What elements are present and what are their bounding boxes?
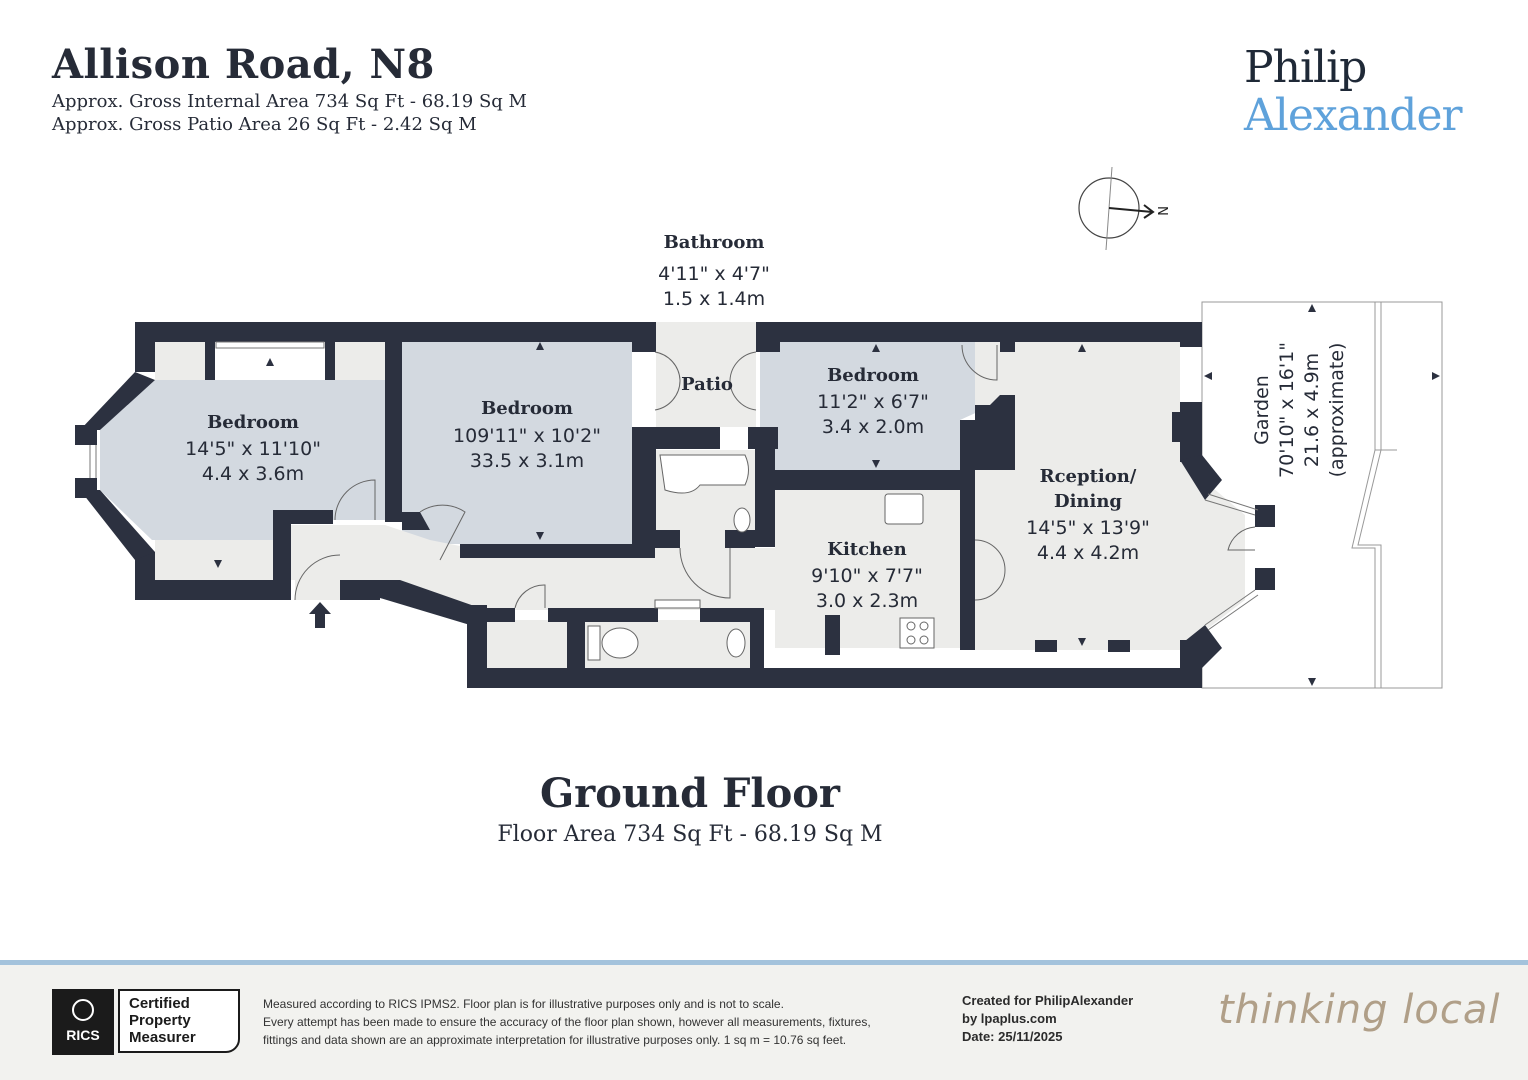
- reception-name-1: Rception/: [1040, 466, 1137, 487]
- dimension-markers: [214, 304, 1440, 686]
- entrance-arrow-icon: [309, 602, 331, 628]
- rics-lion-icon: [72, 999, 94, 1021]
- brand-line-1: Philip: [1244, 42, 1367, 93]
- brand-logo: Philip Alexander: [1244, 42, 1463, 141]
- tagline: thinking local: [1218, 987, 1501, 1033]
- door-swings: [294, 344, 1256, 609]
- brand-line-2: Alexander: [1244, 90, 1463, 141]
- created-info: Created for PhilipAlexander by lpaplus.c…: [962, 992, 1133, 1046]
- created-for: Created for PhilipAlexander: [962, 993, 1134, 1008]
- property-title: Allison Road, N8: [52, 41, 435, 88]
- kitchen-imperial: 9'10" x 7'7": [811, 565, 923, 587]
- disclaimer: Measured according to RICS IPMS2. Floor …: [263, 995, 943, 1049]
- bedroom1-metric: 4.4 x 3.6m: [202, 463, 304, 485]
- created-date: Date: 25/11/2025: [962, 1029, 1063, 1044]
- fixtures: [587, 454, 935, 661]
- floor-area: Floor Area 734 Sq Ft - 68.19 Sq M: [497, 822, 883, 847]
- toilet-cistern-icon: [587, 625, 601, 661]
- wc-basin-icon: [726, 628, 746, 658]
- floor-plan: N: [75, 166, 1443, 689]
- reception-name-2: Dining: [1054, 491, 1122, 512]
- disclaimer-line-1: Measured according to RICS IPMS2. Floor …: [263, 997, 784, 1011]
- footer: RICS Certified Property Measurer Measure…: [0, 960, 1528, 1080]
- north-arrow-icon: N: [1078, 166, 1169, 251]
- garden-area: [1201, 301, 1443, 689]
- bathroom-metric: 1.5 x 1.4m: [663, 288, 765, 310]
- kitchen-name: Kitchen: [827, 539, 906, 560]
- garden-name: Garden: [1251, 375, 1273, 445]
- certified-measurer-label: Certified Property Measurer: [118, 989, 240, 1053]
- gross-patio-area: Approx. Gross Patio Area 26 Sq Ft - 2.42…: [52, 114, 477, 135]
- basin-icon: [733, 507, 751, 533]
- floor-title: Ground Floor: [540, 770, 840, 817]
- bedroom2-imperial: 109'11" x 10'2": [453, 425, 601, 447]
- disclaimer-line-3: fittings and data shown are an approxima…: [263, 1033, 847, 1047]
- rics-mark: RICS: [66, 1027, 100, 1043]
- bedroom2-metric: 33.5 x 3.1m: [470, 450, 584, 472]
- bedroom3-imperial: 11'2" x 6'7": [817, 391, 929, 413]
- disclaimer-line-2: Every attempt has been made to ensure th…: [263, 1015, 871, 1029]
- bathroom-name: Bathroom: [664, 232, 765, 253]
- rics-logo: RICS: [52, 989, 114, 1055]
- hob-icon: [899, 617, 935, 649]
- bedroom2-name: Bedroom: [481, 398, 573, 419]
- compass-label: N: [1154, 206, 1169, 216]
- gross-internal-area: Approx. Gross Internal Area 734 Sq Ft - …: [52, 91, 527, 112]
- room-labels: Bedroom 14'5" x 11'10" 4.4 x 3.6m Bedroo…: [185, 232, 1348, 612]
- bedroom1-imperial: 14'5" x 11'10": [185, 438, 321, 460]
- cert-line-3: Measurer: [129, 1029, 196, 1046]
- bedroom1-name: Bedroom: [207, 412, 299, 433]
- toilet-icon: [601, 627, 639, 659]
- kitchen-metric: 3.0 x 2.3m: [816, 590, 918, 612]
- bathroom-imperial: 4'11" x 4'7": [658, 263, 770, 285]
- cert-line-2: Property: [129, 1012, 191, 1029]
- garden-imperial: 70'10" x 16'1": [1276, 342, 1298, 478]
- header: Allison Road, N8 Approx. Gross Internal …: [52, 40, 527, 136]
- sink-icon: [884, 493, 924, 525]
- walls: [75, 322, 1275, 688]
- garden-metric: 21.6 x 4.9m: [1301, 353, 1323, 467]
- garden-note: (approximate): [1326, 343, 1348, 478]
- sliding-door-icon: [654, 599, 701, 609]
- bedroom3-metric: 3.4 x 2.0m: [822, 416, 924, 438]
- reception-metric: 4.4 x 4.2m: [1037, 542, 1139, 564]
- windows: [89, 341, 1259, 631]
- created-by: by lpaplus.com: [962, 1011, 1057, 1026]
- bath-icon: [659, 454, 749, 494]
- patio-name: Patio: [681, 374, 733, 395]
- rics-badge: RICS Certified Property Measurer: [52, 989, 242, 1055]
- cert-line-1: Certified: [129, 995, 190, 1012]
- bedroom3-name: Bedroom: [827, 365, 919, 386]
- reception-imperial: 14'5" x 13'9": [1026, 517, 1150, 539]
